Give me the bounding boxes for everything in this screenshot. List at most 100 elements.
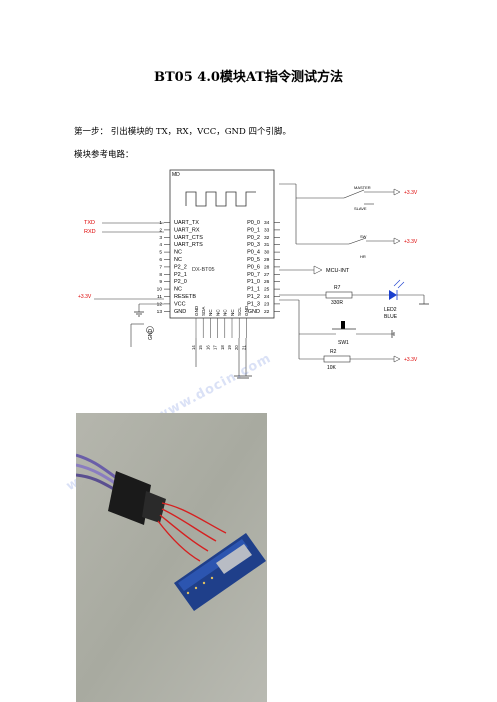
right-pin-name: P0_3 xyxy=(247,242,260,248)
module-title: MD xyxy=(172,172,180,178)
master-label: MASTER xyxy=(354,185,371,190)
module-photo xyxy=(76,413,267,702)
right-pin-number: 33 xyxy=(264,227,270,233)
bottom-pin-number: 18 xyxy=(220,345,225,350)
left-pin-name: VCC xyxy=(174,301,186,307)
vcc-left-label: +3.3V xyxy=(78,294,92,300)
right-pin-number: 28 xyxy=(264,264,270,270)
bottom-pin-number: 15 xyxy=(198,345,203,350)
right-pin-name: P0_7 xyxy=(247,272,260,278)
bottom-pin-name: NC xyxy=(223,309,228,316)
left-pin-number: 13 xyxy=(157,309,163,315)
bottom-pin-name: SCL xyxy=(237,307,242,316)
rxd-label: RXD xyxy=(84,229,96,235)
bottom-pin-name: NC xyxy=(230,309,235,316)
right-pin-name: P1_1 xyxy=(247,287,260,293)
left-pin-number: 7 xyxy=(159,264,162,270)
right-pin-number: 29 xyxy=(264,257,270,263)
right-pin-number: 34 xyxy=(264,220,270,226)
right-pin-name: P0_0 xyxy=(247,220,260,226)
led2-diode xyxy=(389,290,397,300)
left-pin-name: UART_CTS xyxy=(174,235,203,241)
right-pin-number: 31 xyxy=(264,242,270,248)
left-pin-name: RESETB xyxy=(174,294,196,300)
slave-label: SLAVE xyxy=(354,206,367,211)
right-pin-name: P0_6 xyxy=(247,264,260,270)
bottom-pins: GND 14 SDA 15 NC 16 NC 17 NC 18 NC 19 SCL 20 GND 21 xyxy=(191,305,249,350)
bottom-pin-number: 19 xyxy=(227,345,232,350)
sw1-button xyxy=(341,321,345,329)
right-pin-number: 26 xyxy=(264,279,270,285)
sw1-label: SW1 xyxy=(338,340,349,346)
left-pin-number: 12 xyxy=(157,301,163,307)
left-pin-name: NC xyxy=(174,287,182,293)
right-pin-number: 25 xyxy=(264,287,270,293)
hr-label: HR xyxy=(360,254,366,259)
bottom-pin-name: SDA xyxy=(201,306,206,316)
module-body xyxy=(169,169,275,319)
bottom-pin-number: 16 xyxy=(205,345,210,350)
document-title: BT05 4.0模块AT指令测试方法 xyxy=(154,70,343,85)
led2-label: LED2 xyxy=(384,307,397,313)
left-pin-number: 8 xyxy=(159,272,162,278)
left-pin-name: GND xyxy=(174,309,186,315)
left-pin-number: 10 xyxy=(157,287,163,293)
left-pin-name: P2_1 xyxy=(174,272,187,278)
sw-label: SW xyxy=(360,234,367,239)
right-pin-number: 24 xyxy=(264,294,270,300)
dupont-connector xyxy=(108,471,151,525)
bottom-pin-name: GND xyxy=(244,305,249,316)
step-one-text: 第一步： 引出模块的 TX，RX，VCC，GND 四个引脚。 xyxy=(74,127,291,137)
vcc-mid-label: +3.3V xyxy=(404,239,418,245)
txd-label: TXD xyxy=(84,220,95,226)
left-pin-name: NC xyxy=(174,250,182,256)
left-pin-number: 3 xyxy=(159,235,162,241)
left-pin-number: 5 xyxy=(159,250,162,256)
bottom-pin-name: GND xyxy=(194,305,199,316)
left-pin-number: 9 xyxy=(159,279,162,285)
reference-circuit-label: 模块参考电路： xyxy=(74,150,134,160)
right-pin-number: 22 xyxy=(264,309,270,315)
left-pin-name: UART_RTS xyxy=(174,242,203,248)
bottom-pin-number: 21 xyxy=(241,345,246,350)
r2-value: 10K xyxy=(327,365,337,371)
blue-label: BLUE xyxy=(384,314,398,320)
bottom-pin-name: NC xyxy=(208,309,213,316)
bottom-pin-number: 17 xyxy=(213,345,218,350)
right-pin-number: 27 xyxy=(264,272,270,278)
left-pin-number: 4 xyxy=(159,242,162,248)
vcc-top-label: +3.3V xyxy=(404,190,418,196)
right-pin-name: P1_0 xyxy=(247,279,260,285)
left-pin-name: UART_TX xyxy=(174,220,199,226)
right-pin-name: P1_2 xyxy=(247,294,260,300)
left-pin-name: UART_RX xyxy=(174,227,200,233)
right-pin-name: P0_1 xyxy=(247,227,260,233)
vcc-bottom-label: +3.3V xyxy=(404,357,418,363)
module-shield xyxy=(216,544,252,574)
mcu-int-label: MCU-INT xyxy=(326,268,350,274)
left-pin-name: NC xyxy=(174,257,182,263)
left-pin-number: 11 xyxy=(157,294,162,300)
left-pin-number: 2 xyxy=(159,227,162,233)
bottom-pin-number: 14 xyxy=(191,345,196,350)
right-pin-number: 30 xyxy=(264,250,270,256)
right-pin-name: P1_3 xyxy=(247,301,260,307)
r7-label: R7 xyxy=(334,285,341,291)
right-pin-number: 23 xyxy=(264,301,270,307)
left-pin-name: P2_2 xyxy=(174,264,187,270)
right-pin-name: P0_2 xyxy=(247,235,260,241)
gnd-left-label: GND xyxy=(148,329,154,341)
module-name: DX-BT05 xyxy=(192,267,215,273)
right-pin-name: P0_4 xyxy=(247,250,260,256)
r2-label: R2 xyxy=(330,349,337,355)
right-pin-name: P0_5 xyxy=(247,257,260,263)
left-pin-name: P2_0 xyxy=(174,279,187,285)
bottom-pin-number: 20 xyxy=(234,345,239,350)
right-pin-number: 32 xyxy=(264,235,270,241)
left-pin-number: 6 xyxy=(159,257,162,263)
bottom-pin-name: NC xyxy=(215,309,220,316)
right-pin-name: GND xyxy=(248,309,260,315)
